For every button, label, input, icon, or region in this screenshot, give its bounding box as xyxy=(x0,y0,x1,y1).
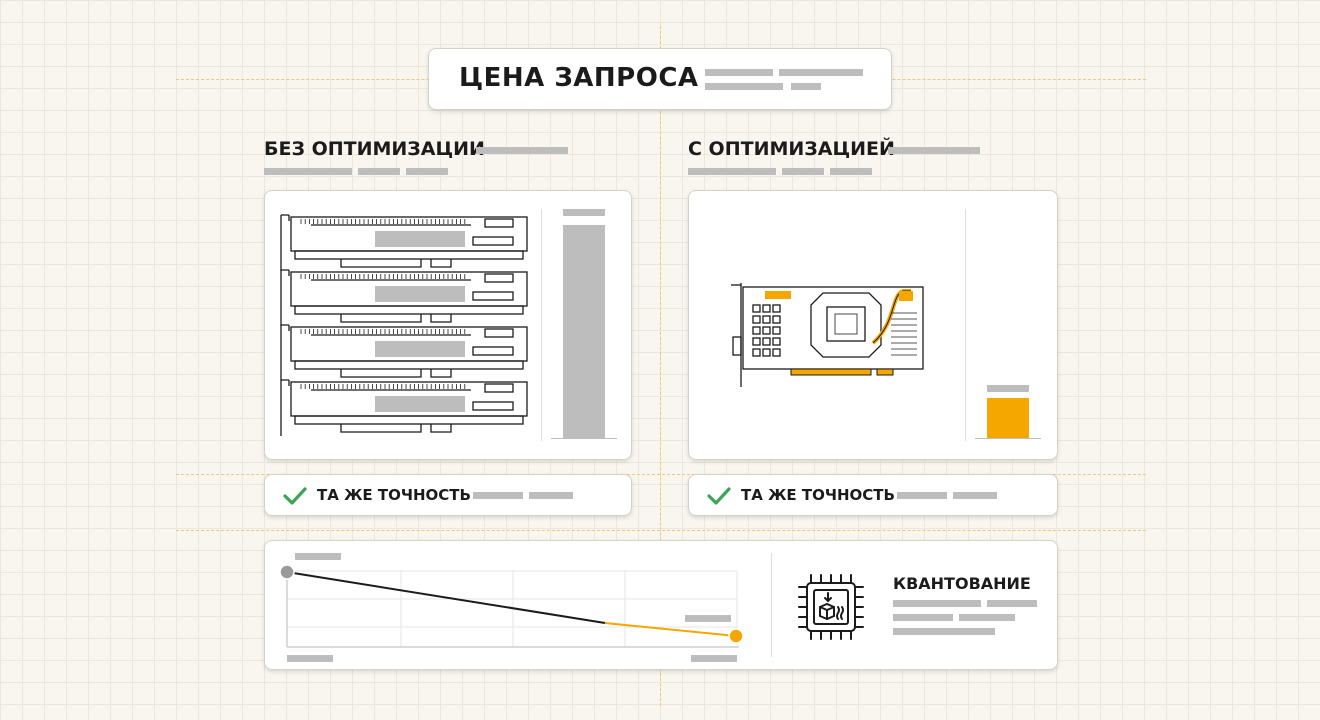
placeholder-bar xyxy=(476,147,568,154)
accuracy-label: ТА ЖЕ ТОЧНОСТЬ xyxy=(741,486,895,504)
gpu-card-icon xyxy=(280,269,528,326)
chip-icon xyxy=(798,574,864,640)
page-title: ЦЕНА ЗАПРОСА xyxy=(459,63,699,93)
placeholder-bar xyxy=(529,492,573,499)
cost-trend-graph xyxy=(279,553,744,662)
placeholder-bar xyxy=(897,492,947,499)
cost-baseline xyxy=(551,438,617,439)
placeholder-bar xyxy=(953,492,997,499)
placeholder-bar xyxy=(406,168,448,175)
left-visual-card xyxy=(264,190,632,460)
placeholder-bar xyxy=(893,628,995,635)
placeholder-bar xyxy=(473,492,523,499)
right-section-title: С ОПТИМИЗАЦИЕЙ xyxy=(688,138,895,160)
right-visual-card xyxy=(688,190,1058,460)
placeholder-bar xyxy=(830,168,872,175)
divider xyxy=(771,553,772,657)
method-title: КВАНТОВАНИЕ xyxy=(893,574,1031,593)
divider xyxy=(541,209,542,441)
check-icon xyxy=(707,487,731,505)
start-point xyxy=(279,564,295,580)
gpu-card-icon xyxy=(280,324,528,381)
left-section-title: БЕЗ ОПТИМИЗАЦИИ xyxy=(264,138,485,160)
left-accuracy-card: ТА ЖЕ ТОЧНОСТЬ xyxy=(264,474,632,516)
placeholder-bar xyxy=(688,168,776,175)
accuracy-label: ТА ЖЕ ТОЧНОСТЬ xyxy=(317,486,471,504)
placeholder-bar xyxy=(893,614,953,621)
cost-bar-label xyxy=(987,385,1029,392)
placeholder-bar xyxy=(959,614,1015,621)
bottom-card: КВАНТОВАНИЕ xyxy=(264,540,1058,670)
right-accuracy-card: ТА ЖЕ ТОЧНОСТЬ xyxy=(688,474,1058,516)
cost-baseline xyxy=(975,438,1041,439)
gpu-stack xyxy=(280,214,528,436)
placeholder-bar xyxy=(782,168,824,175)
cost-bar-label xyxy=(563,209,605,216)
header-card: ЦЕНА ЗАПРОСА xyxy=(428,48,892,110)
placeholder-bar xyxy=(888,147,980,154)
placeholder-bar xyxy=(264,168,352,175)
guide-line xyxy=(176,530,1146,531)
check-icon xyxy=(283,487,307,505)
placeholder-bar xyxy=(779,69,863,76)
placeholder-bar xyxy=(893,600,981,607)
placeholder-bar xyxy=(987,600,1037,607)
guide-line xyxy=(660,26,661,706)
placeholder-bar xyxy=(705,69,773,76)
cost-bar-high xyxy=(563,225,605,439)
placeholder-bar xyxy=(358,168,400,175)
divider xyxy=(965,209,966,441)
placeholder-bar xyxy=(705,83,783,90)
gpu-single xyxy=(731,283,924,387)
guide-line xyxy=(176,474,1146,475)
gpu-card-icon xyxy=(731,283,924,387)
cost-bar-low xyxy=(987,398,1029,439)
placeholder-bar xyxy=(791,83,821,90)
gpu-card-icon xyxy=(280,214,528,271)
end-point xyxy=(728,628,744,644)
gpu-card-icon xyxy=(280,379,528,436)
